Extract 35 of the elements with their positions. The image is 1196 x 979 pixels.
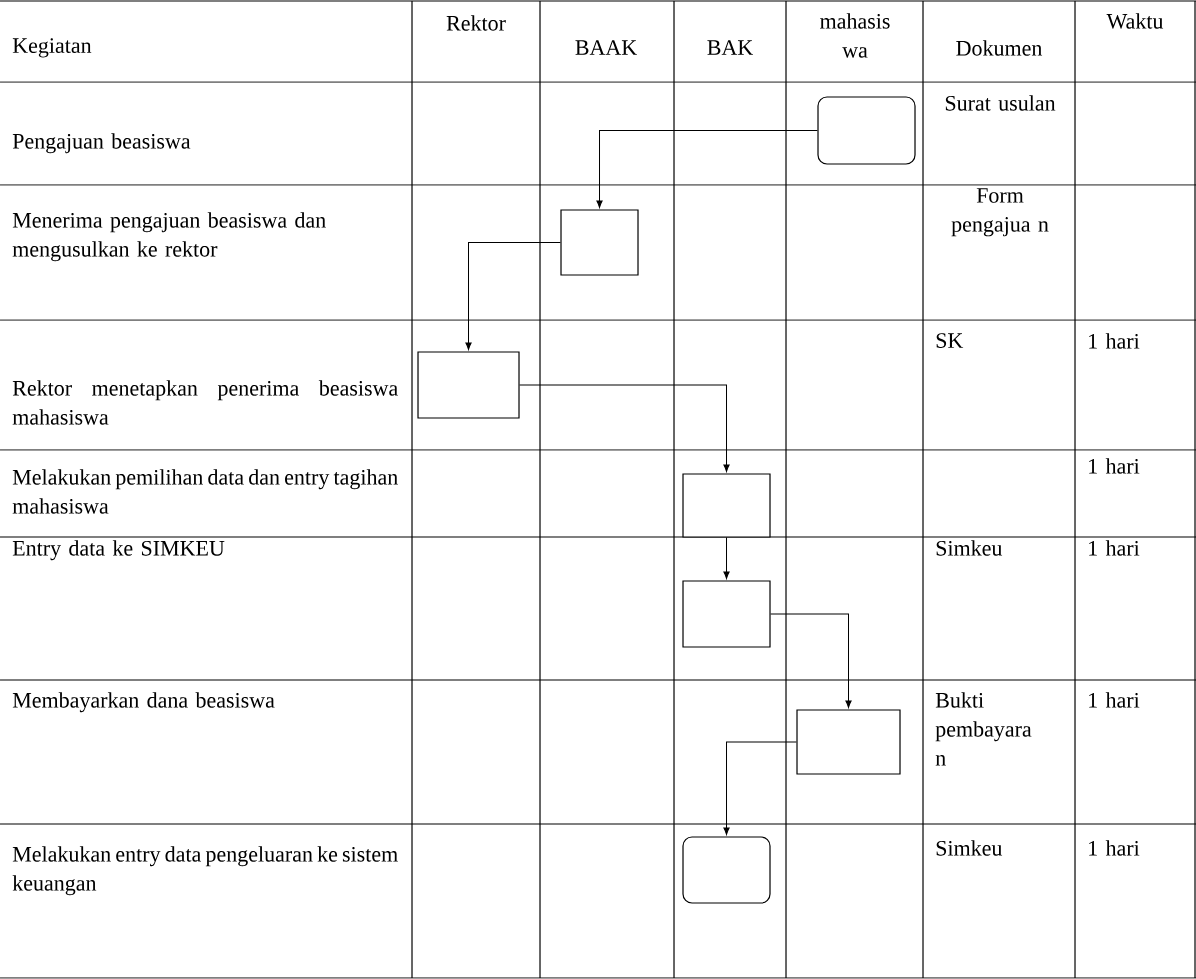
- process-box: [796, 709, 901, 775]
- table-cell-text: Entry data ke SIMKEU: [12, 540, 225, 561]
- table-cell-text: Pengajuan beasiswa: [12, 133, 191, 154]
- arrow: [723, 741, 797, 835]
- table-cell-text: Kegiatan: [12, 38, 92, 58]
- arrow: [465, 242, 561, 350]
- table-cell-text: Membayarkan dana beasiswa: [12, 692, 275, 713]
- terminal-box: [682, 836, 771, 904]
- table-cell-text: SK: [936, 333, 964, 348]
- arrow: [519, 384, 730, 472]
- table-cell-text: BAK: [707, 40, 753, 55]
- process-box: [560, 209, 639, 276]
- table-cell-text: 1 hari: [1089, 840, 1140, 856]
- table-cell-text: Surat usulan: [945, 95, 1056, 111]
- process-box: [682, 580, 771, 648]
- table-cell-text: Simkeu: [936, 540, 1003, 556]
- table-cell-text: BAAK: [575, 40, 637, 55]
- table-cell-text: Waktu: [1106, 13, 1164, 29]
- process-box: [417, 351, 520, 419]
- arrow: [723, 537, 730, 579]
- table-cell-text: Melakukan entry data pengeluaran ke sistem keuangan: [12, 846, 398, 896]
- process-box: [682, 473, 771, 538]
- table-cell-text: Rektor: [446, 15, 506, 31]
- terminal-box: [817, 96, 916, 165]
- arrow: [770, 613, 852, 708]
- table-cell-text: 1 hari: [1089, 458, 1140, 474]
- table-cell-text: 1 hari: [1089, 540, 1140, 556]
- table-cell-text: 1 hari: [1089, 333, 1140, 349]
- table-cell-text: Simkeu: [936, 840, 1003, 856]
- table-cell-text: Melakukan pemilihan data dan entry tagihan mahasiswa: [12, 469, 398, 514]
- table-cell-text: Form pengajua n: [951, 188, 1049, 237]
- table-cell-text: Menerima pengajuan beasiswa dan mengusulkan ke rektor: [12, 212, 326, 262]
- arrow: [596, 130, 818, 208]
- table-cell-text: Dokumen: [956, 40, 1043, 56]
- table-cell-text: 1 hari: [1089, 692, 1140, 708]
